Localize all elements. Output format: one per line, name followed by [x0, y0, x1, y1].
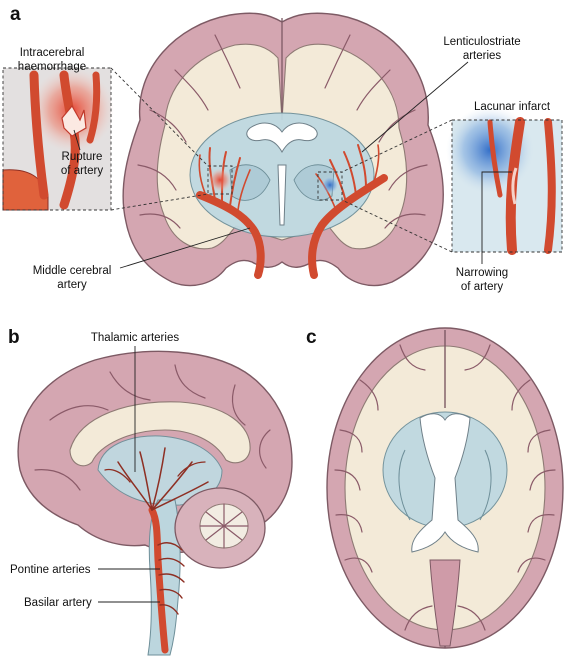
label-middle-cerebral: Middle cerebral	[33, 265, 112, 277]
inset-artery-ruptured-bottom	[59, 127, 80, 210]
coronal-sulcus-left-3	[137, 164, 177, 191]
coronal-sulcus-right-3	[388, 164, 428, 191]
axial-brain	[326, 327, 564, 649]
coronal-brain	[122, 12, 444, 287]
leader-lenticulostriate	[361, 61, 469, 153]
panel-c: c	[306, 327, 564, 649]
inset-artery-thin	[487, 119, 503, 198]
haemorrhage-inset-border	[2, 67, 112, 211]
thalamic-arteries-branches	[104, 447, 209, 511]
sagittal-sulcus-5	[259, 429, 271, 469]
label-lenticulostriate-arteries: arteries	[463, 50, 502, 62]
infarct-connector-bottom	[341, 199, 453, 253]
label-middle-cerebral-artery: artery	[57, 279, 87, 291]
axial-lateral-ventricles	[411, 413, 479, 553]
lacunar-infarct-site	[321, 176, 339, 194]
coronal-sulcus-right-5	[324, 34, 351, 89]
coronal-sulcus-left-4	[139, 213, 181, 229]
haemorrhage-connector-top	[110, 67, 209, 167]
leader-middle-cerebral	[119, 227, 251, 269]
cerebellum-folia	[199, 503, 249, 549]
infarct-inset-border	[451, 119, 563, 253]
inset-artery-right-2	[544, 118, 556, 254]
sagittal-brain	[17, 350, 293, 656]
panel-b-letter: b	[8, 327, 20, 348]
sagittal-sulcus-6	[34, 469, 81, 491]
panel-c-letter: c	[306, 327, 317, 348]
sagittal-sulcus-1	[49, 405, 109, 421]
pontine-arteries-branches	[157, 542, 185, 615]
panel-b: b	[8, 327, 293, 656]
inset-artery-left	[29, 70, 49, 200]
haemorrhage-inset	[2, 67, 114, 211]
label-haemorrhage: haemorrhage	[18, 61, 86, 73]
coronal-sulcus-right-4	[384, 213, 426, 229]
leader-rupture	[73, 129, 81, 151]
sagittal-sulcus-2	[109, 371, 151, 401]
coronal-sulcus-left-5	[214, 34, 241, 89]
label-rupture: Rupture	[62, 151, 103, 163]
inset-artery-right	[86, 71, 101, 144]
narrowing-segment	[511, 167, 518, 205]
sagittal-sulcus-4	[231, 384, 246, 426]
coronal-sulcus-right-1	[356, 69, 391, 111]
third-ventricle	[277, 164, 287, 226]
posterior-gyrus	[429, 559, 461, 647]
lateral-ventricles	[246, 122, 318, 154]
axial-gyri	[334, 344, 556, 631]
middle-cerebral-artery-right	[308, 174, 388, 279]
right-internal-capsule	[479, 449, 492, 521]
label-narrowing: Narrowing	[456, 267, 508, 279]
rupture-mark	[61, 104, 87, 137]
label-thalamic-arteries: Thalamic arteries	[91, 332, 179, 344]
label-intracerebral: Intracerebral	[20, 47, 85, 59]
basilar-artery	[148, 506, 169, 654]
label-of-artery-narrowing: of artery	[461, 281, 503, 293]
infarct-zoom-region	[317, 171, 343, 201]
middle-cerebral-artery-left	[196, 191, 265, 279]
label-pontine-arteries: Pontine arteries	[10, 564, 91, 576]
corpus-callosum	[69, 401, 251, 467]
panel-a-letter: a	[10, 4, 21, 25]
infarct-inset	[446, 106, 563, 255]
left-internal-capsule	[398, 449, 411, 521]
haemorrhage-zoom-region	[207, 165, 233, 195]
haemorrhage-site	[208, 168, 232, 192]
sagittal-sulcus-3	[174, 364, 206, 399]
coronal-sulcus-right-2	[378, 109, 416, 143]
infarct-connector-top	[341, 119, 453, 173]
label-basilar-artery: Basilar artery	[24, 597, 92, 609]
label-lacunar-infarct: Lacunar infarct	[474, 101, 551, 113]
label-lenticulostriate: Lenticulostriate	[443, 36, 520, 48]
label-of-artery-rupture: of artery	[61, 165, 103, 177]
coronal-sulcus-left-1	[174, 69, 209, 111]
leader-narrowing	[481, 171, 512, 264]
panel-a: a	[2, 4, 563, 293]
